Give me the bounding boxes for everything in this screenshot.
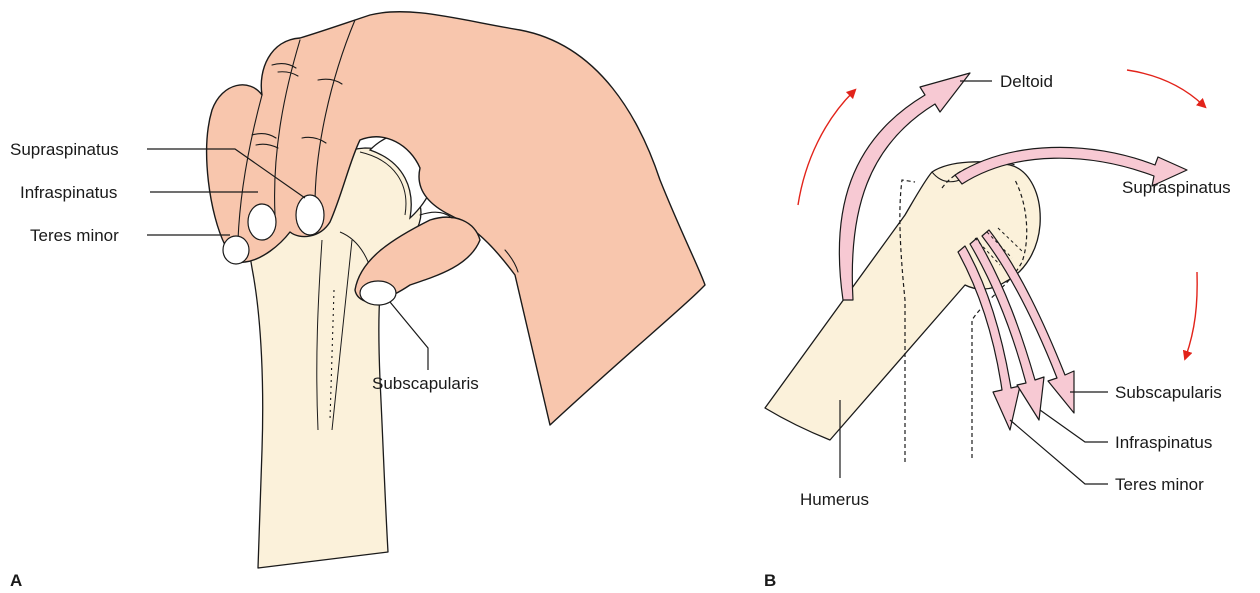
leader-b-infraspinatus — [1040, 410, 1108, 442]
label-a-teres-minor: Teres minor — [30, 226, 119, 245]
nail-supraspinatus — [296, 195, 324, 235]
label-b-deltoid: Deltoid — [1000, 72, 1053, 91]
label-b-teres-minor: Teres minor — [1115, 475, 1204, 494]
label-b-humerus: Humerus — [800, 490, 869, 509]
label-a-subscapularis: Subscapularis — [372, 374, 479, 393]
label-b-subscapularis: Subscapularis — [1115, 383, 1222, 402]
panel-a: Supraspinatus Infraspinatus Teres minor … — [10, 12, 705, 590]
rotation-arrow-right-down — [1186, 272, 1197, 356]
nail-subscapularis — [360, 281, 396, 305]
nail-infraspinatus — [248, 204, 276, 240]
panel-b: Deltoid Supraspinatus Subscapularis Infr… — [764, 70, 1231, 590]
rotation-arrow-top-right — [1127, 70, 1203, 105]
leader-a-subscapularis — [390, 302, 428, 370]
rotation-arrow-left-up — [798, 92, 853, 205]
label-a-supraspinatus: Supraspinatus — [10, 140, 119, 159]
label-a-infraspinatus: Infraspinatus — [20, 183, 117, 202]
leader-b-teres-minor — [1010, 420, 1108, 484]
label-b-infraspinatus: Infraspinatus — [1115, 433, 1212, 452]
panel-letter-b: B — [764, 571, 776, 590]
nail-teres-minor — [223, 236, 249, 264]
panel-letter-a: A — [10, 571, 22, 590]
label-b-supraspinatus: Supraspinatus — [1122, 178, 1231, 197]
